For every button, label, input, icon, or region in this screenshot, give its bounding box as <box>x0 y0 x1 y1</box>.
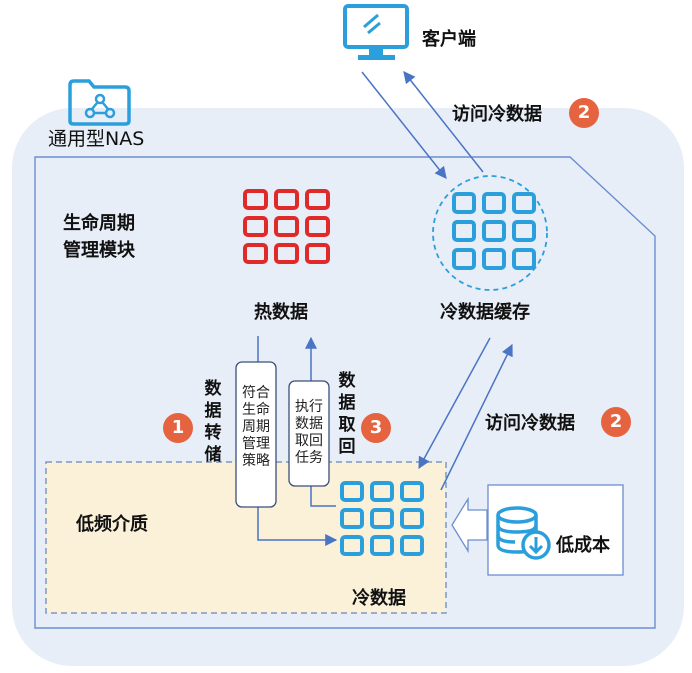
cold-data-cell <box>370 508 394 529</box>
cold-cache-ring <box>432 175 548 291</box>
cold-cache-cell <box>452 248 476 270</box>
cold-data-cell <box>340 508 364 529</box>
low-cost-label: 低成本 <box>556 535 610 556</box>
hot-data-cell <box>243 216 268 237</box>
cold-cache-cell <box>512 248 536 270</box>
cold-cache-label: 冷数据缓存 <box>440 302 530 323</box>
hot-data-cell <box>243 243 268 264</box>
step-badge-1: 1 <box>163 413 193 443</box>
monitor-icon <box>343 4 409 60</box>
access-cold-right-label: 访问冷数据 <box>485 413 575 434</box>
cold-data-cell <box>340 535 364 556</box>
arrow-cache-to-client <box>403 71 484 173</box>
step-badge-2-top: 2 <box>569 98 599 128</box>
data-retrieve-label: 数据取回 <box>338 371 356 457</box>
policy-box-text: 符合生命周期管理策略 <box>242 385 270 469</box>
hot-data-cell <box>274 216 299 237</box>
hot-data-cell <box>274 243 299 264</box>
cold-data-label: 冷数据 <box>352 588 406 609</box>
arrow-client-to-cache <box>361 71 447 179</box>
cold-data-cell <box>370 535 394 556</box>
hot-data-cell <box>305 216 330 237</box>
task-box-text: 执行数据取回任务 <box>295 399 323 466</box>
lifecycle-module-line2: 管理模块 <box>63 240 135 261</box>
hot-data-cell <box>274 189 299 210</box>
cold-cache-cell <box>512 220 536 242</box>
hot-data-cell <box>305 189 330 210</box>
arrow-cache-to-cold <box>418 337 491 470</box>
database-download-icon <box>496 506 551 560</box>
hot-data-cell <box>305 243 330 264</box>
cold-cache-cell <box>482 220 506 242</box>
low-freq-media-label: 低频介质 <box>76 514 148 535</box>
cold-data-cell <box>340 481 364 502</box>
hot-data-grid <box>243 189 330 264</box>
policy-box-frame <box>235 361 277 508</box>
cold-cache-cell <box>512 192 536 214</box>
cold-cache-cell <box>452 192 476 214</box>
step-badge-2-right: 2 <box>601 407 631 437</box>
cold-cache-grid <box>452 192 536 270</box>
access-cold-top-label: 访问冷数据 <box>452 104 542 125</box>
cold-cache-cell <box>482 192 506 214</box>
hot-data-label: 热数据 <box>254 302 308 323</box>
step-badge-3: 3 <box>361 413 391 443</box>
cold-data-cell <box>400 535 424 556</box>
low-cost-box <box>487 484 624 576</box>
nas-title: 通用型NAS <box>48 128 145 150</box>
cold-data-cell <box>370 481 394 502</box>
cold-data-cell <box>400 481 424 502</box>
arrow-cold-to-cache <box>440 343 513 491</box>
cold-cache-cell <box>482 248 506 270</box>
data-transfer-label: 数据转储 <box>204 379 222 465</box>
cold-data-grid <box>340 481 424 556</box>
cold-data-cell <box>400 508 424 529</box>
folder-network-icon <box>68 79 131 126</box>
lifecycle-module-line1: 生命周期 <box>63 213 135 234</box>
low-cost-arrow <box>451 496 488 554</box>
task-box-frame <box>288 380 330 487</box>
cold-cache-cell <box>452 220 476 242</box>
hot-data-cell <box>243 189 268 210</box>
client-label: 客户端 <box>422 29 476 50</box>
